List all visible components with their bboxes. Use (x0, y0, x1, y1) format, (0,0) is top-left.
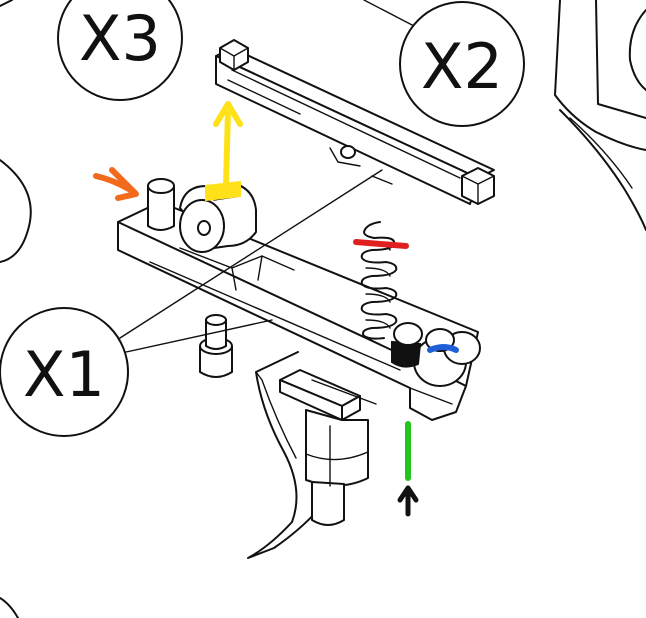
callout-x2-label: X2 (421, 30, 503, 103)
yellow-arrow-icon (205, 101, 243, 202)
callout-x3-label: X3 (79, 2, 161, 75)
trigger (247, 351, 377, 559)
screw (199, 314, 233, 378)
annotation-marks (93, 101, 459, 517)
pin-cylinder (147, 178, 175, 231)
background-outline-left (0, 0, 32, 618)
callout-x2: X2 (399, 1, 525, 127)
orange-arrow-icon (93, 167, 139, 201)
callout-x3: X3 (57, 0, 183, 101)
blue-plunger-mark (427, 344, 459, 353)
red-spring-mark (353, 239, 409, 249)
callout-x1-label: X1 (23, 338, 105, 411)
background-housing-right (554, 0, 646, 231)
part-x2-slide-bar (215, 39, 495, 205)
black-arrow-icon (397, 485, 419, 517)
leader-lines (119, 0, 415, 353)
cam-piece (179, 183, 257, 253)
callout-x1: X1 (0, 307, 129, 437)
